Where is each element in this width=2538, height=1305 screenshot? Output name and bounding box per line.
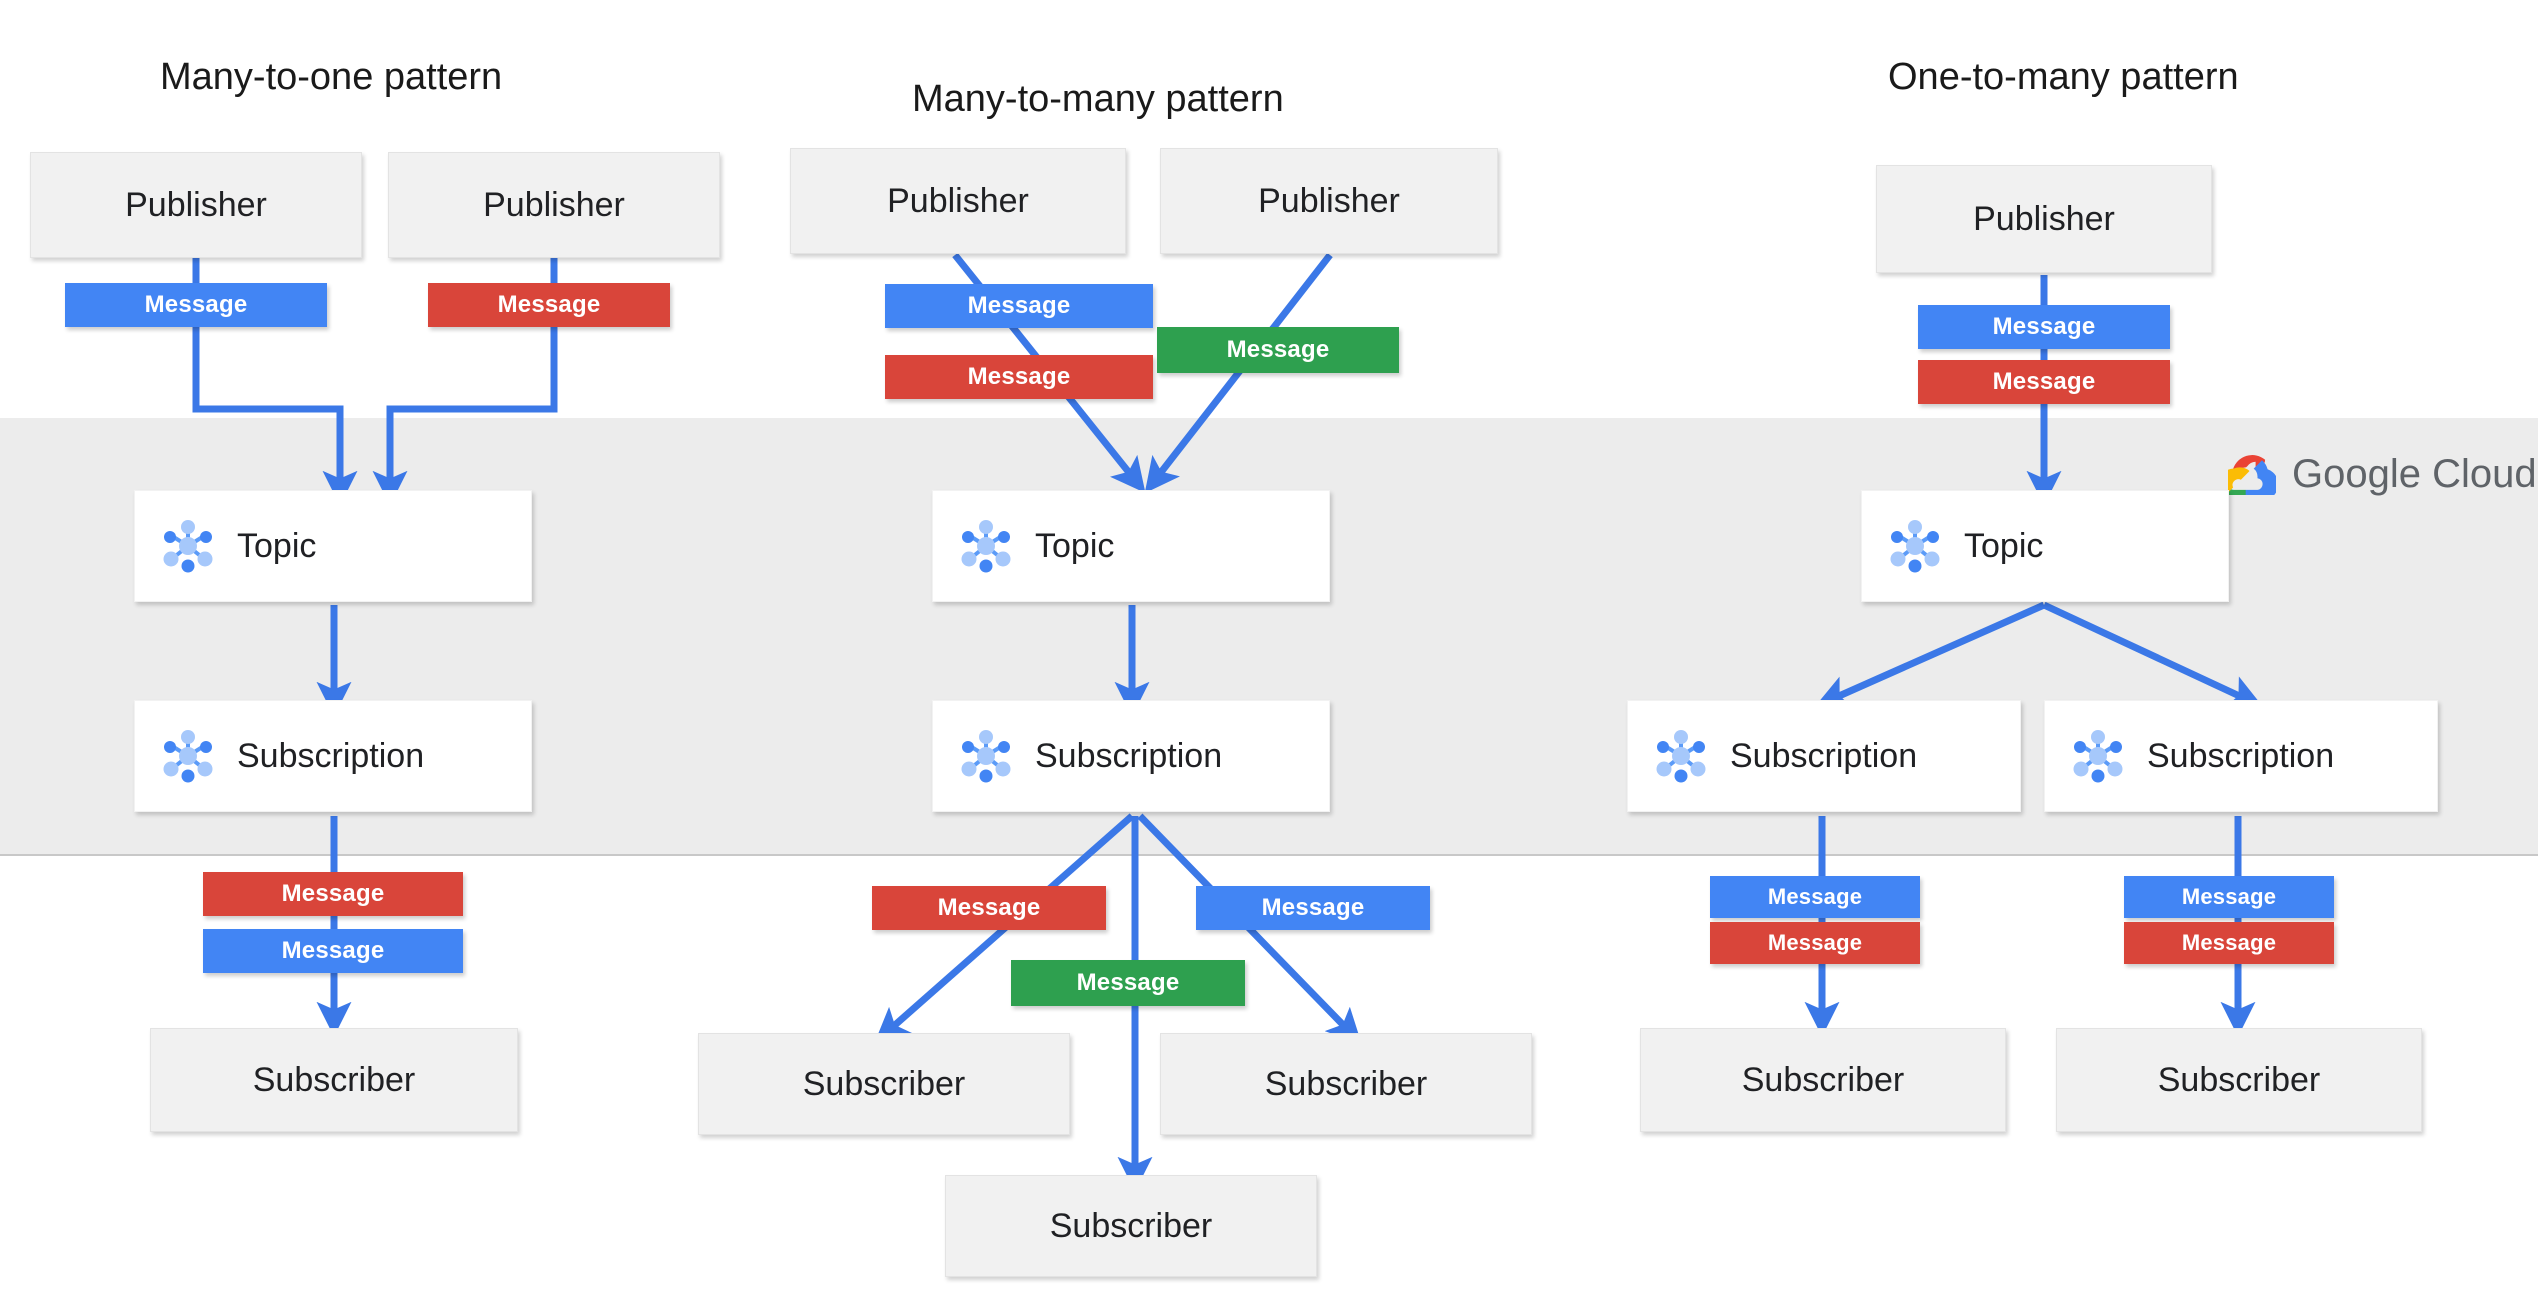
publisher-box-c3[interactable]: Publisher — [1876, 165, 2212, 273]
subscriber-label: Subscriber — [1741, 1060, 1905, 1099]
subscriber-box-c2-3[interactable]: Subscriber — [945, 1175, 1317, 1277]
message-chip-c1-deliver-2[interactable]: Message — [203, 929, 463, 973]
subscriber-label: Subscriber — [2157, 1060, 2321, 1099]
publisher-box-c1-1[interactable]: Publisher — [30, 152, 362, 258]
message-chip-c3-deliver-4[interactable]: Message — [2124, 922, 2334, 964]
subscription-box-c2[interactable]: Subscription — [932, 700, 1330, 812]
topic-box-c1[interactable]: Topic — [134, 490, 532, 602]
google-cloud-wordmark: Google Cloud — [2292, 452, 2537, 497]
message-chip-c2-publish-2[interactable]: Message — [885, 355, 1153, 399]
publisher-label: Publisher — [125, 185, 267, 224]
message-chip-c1-publish-1[interactable]: Message — [65, 283, 327, 327]
message-chip-c3-deliver-3[interactable]: Message — [2124, 876, 2334, 918]
topic-box-c3[interactable]: Topic — [1861, 490, 2229, 602]
message-chip-c1-deliver-1[interactable]: Message — [203, 872, 463, 916]
logo-text-google: Google — [2292, 452, 2421, 496]
message-chip-c3-publish-2[interactable]: Message — [1918, 360, 2170, 404]
google-cloud-mark-icon — [2228, 454, 2276, 495]
message-label: Message — [1992, 313, 2096, 340]
publisher-box-c2-2[interactable]: Publisher — [1160, 148, 1498, 254]
message-label: Message — [2181, 930, 2277, 955]
publisher-label: Publisher — [483, 185, 625, 224]
subscriber-label: Subscriber — [252, 1060, 416, 1099]
pubsub-node-icon — [1656, 730, 1706, 783]
message-chip-c3-deliver-2[interactable]: Message — [1710, 922, 1920, 964]
pubsub-node-icon — [163, 730, 213, 783]
message-chip-c3-deliver-1[interactable]: Message — [1710, 876, 1920, 918]
subscription-box-c1[interactable]: Subscription — [134, 700, 532, 812]
message-chip-c2-publish-3[interactable]: Message — [1157, 327, 1399, 373]
heading-many-to-many: Many-to-many pattern — [912, 78, 1284, 120]
publisher-box-c1-2[interactable]: Publisher — [388, 152, 720, 258]
logo-text-cloud: Cloud — [2432, 452, 2537, 496]
heading-one-to-many: One-to-many pattern — [1888, 56, 2239, 98]
publisher-label: Publisher — [1973, 199, 2115, 238]
topic-label: Topic — [1964, 526, 2044, 565]
heading-many-to-one: Many-to-one pattern — [160, 56, 503, 98]
pubsub-node-icon — [1890, 520, 1940, 573]
publisher-label: Publisher — [1258, 181, 1400, 220]
subscription-label: Subscription — [237, 736, 425, 775]
message-label: Message — [497, 291, 601, 318]
subscriber-box-c3-1[interactable]: Subscriber — [1640, 1028, 2006, 1132]
subscriber-box-c3-2[interactable]: Subscriber — [2056, 1028, 2422, 1132]
message-chip-c2-deliver-2[interactable]: Message — [1196, 886, 1430, 930]
topic-label: Topic — [237, 526, 317, 565]
message-chip-c1-publish-2[interactable]: Message — [428, 283, 670, 327]
pubsub-node-icon — [2073, 730, 2123, 783]
message-chip-c3-publish-1[interactable]: Message — [1918, 305, 2170, 349]
publisher-box-c2-1[interactable]: Publisher — [790, 148, 1126, 254]
message-chip-c2-deliver-1[interactable]: Message — [872, 886, 1106, 930]
message-label: Message — [967, 363, 1071, 390]
pubsub-node-icon — [961, 520, 1011, 573]
topic-box-c2[interactable]: Topic — [932, 490, 1330, 602]
message-label: Message — [2181, 884, 2277, 909]
message-label: Message — [1261, 894, 1365, 921]
message-label: Message — [967, 292, 1071, 319]
subscription-label: Subscription — [2147, 736, 2335, 775]
subscription-label: Subscription — [1730, 736, 1918, 775]
message-chip-c2-deliver-3[interactable]: Message — [1011, 960, 1245, 1006]
message-label: Message — [281, 937, 385, 964]
message-label: Message — [1992, 368, 2096, 395]
subscriber-label: Subscriber — [1049, 1206, 1213, 1245]
subscriber-label: Subscriber — [802, 1064, 966, 1103]
google-cloud-logo: Google Cloud — [2228, 452, 2537, 497]
pubsub-node-icon — [961, 730, 1011, 783]
message-label: Message — [281, 880, 385, 907]
message-label: Message — [1767, 884, 1863, 909]
subscription-label: Subscription — [1035, 736, 1223, 775]
message-label: Message — [1226, 336, 1330, 363]
message-label: Message — [1767, 930, 1863, 955]
message-chip-c2-publish-1[interactable]: Message — [885, 284, 1153, 328]
message-label: Message — [937, 894, 1041, 921]
subscriber-box-c1[interactable]: Subscriber — [150, 1028, 518, 1132]
subscription-box-c3-1[interactable]: Subscription — [1627, 700, 2021, 812]
pubsub-node-icon — [163, 520, 213, 573]
subscriber-label: Subscriber — [1264, 1064, 1428, 1103]
subscriber-box-c2-1[interactable]: Subscriber — [698, 1033, 1070, 1135]
topic-label: Topic — [1035, 526, 1115, 565]
publisher-label: Publisher — [887, 181, 1029, 220]
message-label: Message — [1076, 969, 1180, 996]
subscription-box-c3-2[interactable]: Subscription — [2044, 700, 2438, 812]
subscriber-box-c2-2[interactable]: Subscriber — [1160, 1033, 1532, 1135]
message-label: Message — [144, 291, 248, 318]
